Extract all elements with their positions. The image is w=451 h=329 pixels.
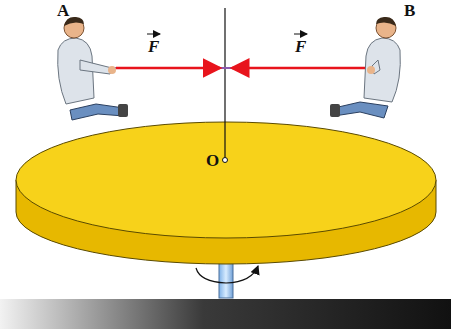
rope bbox=[112, 67, 372, 69]
man-a bbox=[58, 17, 128, 120]
point-label: O bbox=[206, 152, 219, 169]
person-label: B bbox=[404, 2, 415, 19]
man-b bbox=[330, 17, 400, 118]
force-arrow bbox=[232, 67, 368, 70]
axis-line bbox=[224, 8, 225, 158]
vector-sign bbox=[294, 34, 307, 35]
center-point bbox=[223, 158, 228, 163]
force-label: F bbox=[295, 38, 306, 55]
ground bbox=[0, 298, 451, 329]
force-label: F bbox=[148, 38, 159, 55]
person-label: A bbox=[57, 2, 69, 19]
force-arrow bbox=[116, 67, 220, 70]
disk-top bbox=[16, 122, 436, 238]
vector-sign bbox=[147, 34, 160, 35]
rotation-arrow bbox=[196, 266, 258, 283]
